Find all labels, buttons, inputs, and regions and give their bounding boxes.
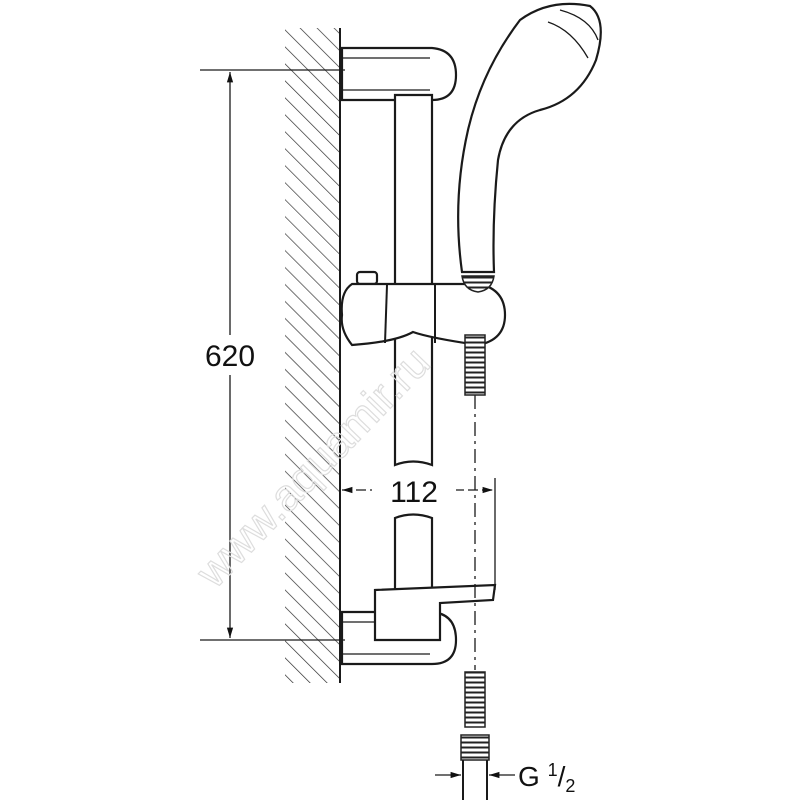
thread-numerator: 1 — [548, 760, 558, 780]
shower-head-face — [547, 21, 589, 59]
dimension-620-label: 620 — [205, 340, 255, 373]
dimension-112-label: 112 — [390, 476, 438, 509]
hose-coil-lower — [464, 671, 486, 728]
hose-coil-upper — [464, 334, 486, 396]
wall-hatch — [285, 28, 340, 683]
hose-nut — [460, 734, 490, 761]
label-background — [195, 335, 265, 375]
top-bracket — [340, 46, 458, 102]
soap-dish — [373, 583, 497, 642]
slider-seam — [384, 284, 388, 344]
thread-denominator: 2 — [565, 776, 575, 796]
thread-fraction-slash: / — [558, 761, 566, 792]
hand-shower-connector — [461, 275, 495, 293]
hand-shower — [457, 2, 602, 274]
slider — [340, 282, 507, 347]
label-background — [372, 470, 456, 510]
shower-head-face — [559, 9, 599, 41]
thread-label: G 1/2 — [518, 760, 575, 796]
rail-upper — [393, 93, 434, 467]
thread-prefix: G — [518, 761, 540, 792]
slider-button — [355, 270, 379, 286]
